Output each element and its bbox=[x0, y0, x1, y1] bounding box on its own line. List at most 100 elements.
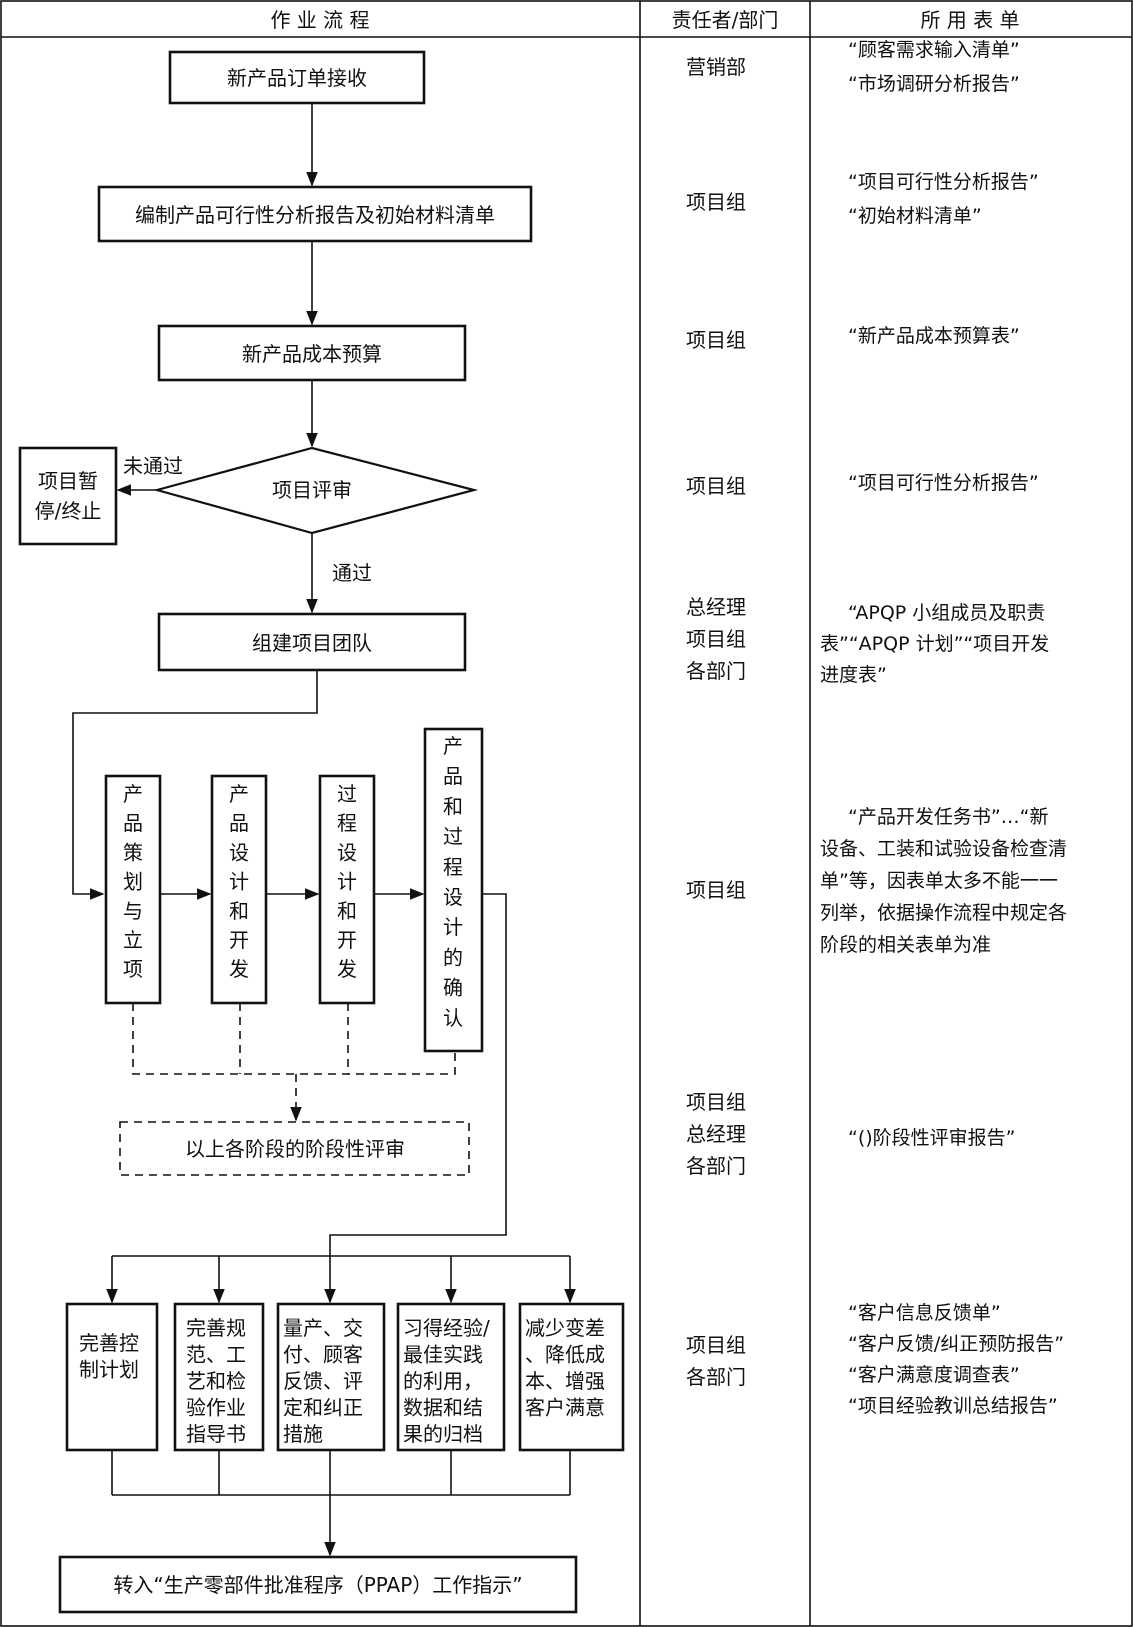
team-label: 组建项目团队 bbox=[252, 631, 372, 655]
owner-4-line: 项目组 bbox=[686, 474, 746, 498]
owner-5-line: 项目组 bbox=[686, 627, 746, 651]
phase-3-char: 计 bbox=[337, 870, 357, 894]
phase-box-1 bbox=[104, 774, 162, 1005]
owner-7-line: 总经理 bbox=[686, 1122, 746, 1146]
phase-box-3 bbox=[318, 774, 376, 1005]
form-3-line: “新产品成本预算表” bbox=[848, 325, 1020, 347]
final-box bbox=[58, 1555, 578, 1614]
phase-2-char: 设 bbox=[229, 840, 249, 864]
bottom-box-5-line: 本、增强 bbox=[525, 1369, 605, 1393]
order-receive-box bbox=[168, 50, 426, 105]
phase-1-char: 品 bbox=[123, 811, 143, 835]
phase-1-char: 策 bbox=[123, 840, 143, 864]
owner-7-line: 项目组 bbox=[686, 1090, 746, 1114]
connector-phase4-down bbox=[329, 893, 507, 1256]
phase-2-char: 发 bbox=[229, 957, 249, 981]
phase-4-char: 过 bbox=[443, 825, 463, 849]
owner-6-line: 项目组 bbox=[686, 878, 746, 902]
form-7-line: “()阶段性评审报告” bbox=[848, 1127, 1016, 1149]
phase-review-box bbox=[119, 1121, 470, 1176]
phase-3-char: 设 bbox=[337, 840, 357, 864]
phase-review-label: 以上各阶段的阶段性评审 bbox=[185, 1137, 405, 1161]
feasibility-box bbox=[97, 185, 533, 243]
phase-3-char: 程 bbox=[337, 811, 357, 835]
final-label: 转入“生产零部件批准程序（PPAP）工作指示” bbox=[113, 1573, 522, 1597]
bottom-box-2-line: 指导书 bbox=[186, 1422, 246, 1446]
owner-7-line: 各部门 bbox=[686, 1154, 746, 1178]
header-owner: 责任者/部门 bbox=[672, 8, 779, 32]
form-6-line: “产品开发任务书”…“新 bbox=[848, 806, 1049, 828]
phase-4-char: 确 bbox=[443, 976, 463, 1000]
review-diamond bbox=[152, 446, 479, 535]
form-8-line: “客户信息反馈单” bbox=[848, 1302, 1001, 1324]
feasibility-label: 编制产品可行性分析报告及初始材料清单 bbox=[135, 203, 495, 227]
form-8-line: “客户满意度调查表” bbox=[848, 1364, 1020, 1386]
bottom-box-5 bbox=[518, 1302, 625, 1452]
bottom-box-4-line: 果的归档 bbox=[403, 1422, 483, 1446]
phase-1-char: 与 bbox=[123, 899, 143, 923]
bottom-box-3 bbox=[276, 1302, 386, 1452]
cost-budget-label: 新产品成本预算 bbox=[242, 342, 382, 366]
cost-budget-box bbox=[157, 324, 467, 382]
phase-1-char: 立 bbox=[123, 928, 143, 952]
bottom-box-2-line: 艺和检 bbox=[186, 1369, 246, 1393]
bottom-box-1-line: 制计划 bbox=[79, 1358, 139, 1382]
form-2-line: “项目可行性分析报告” bbox=[848, 171, 1039, 193]
order-receive-label: 新产品订单接收 bbox=[227, 66, 367, 90]
phase-1-char: 产 bbox=[123, 782, 143, 806]
bottom-box-2-line: 完善规 bbox=[186, 1316, 246, 1340]
phase-2-char: 品 bbox=[229, 811, 249, 835]
phase-3-char: 和 bbox=[337, 899, 357, 923]
phase-2-char: 产 bbox=[229, 782, 249, 806]
table-header: 作 业 流 程 责任者/部门 所 用 表 单 bbox=[270, 8, 1019, 32]
pass-label: 通过 bbox=[332, 561, 372, 585]
header-flow: 作 业 流 程 bbox=[270, 8, 369, 32]
bottom-texts: 完善控制计划完善规范、工艺和检验作业指导书量产、交付、顾客反馈、评定和纠正措施习… bbox=[79, 1316, 605, 1446]
bottom-box-4-line: 的利用， bbox=[403, 1369, 483, 1393]
phase-3-char: 开 bbox=[337, 928, 357, 952]
flow-main: 新产品订单接收 编制产品可行性分析报告及初始材料清单 新产品成本预算 项目评审 … bbox=[18, 50, 625, 1614]
bottom-box-5-line: 减少变差 bbox=[525, 1316, 605, 1340]
owner-5-line: 各部门 bbox=[686, 659, 746, 683]
phase-4-char: 的 bbox=[443, 945, 463, 969]
phase-2-char: 开 bbox=[229, 928, 249, 952]
form-8-line: “客户反馈/纠正预防报告” bbox=[848, 1333, 1064, 1355]
bottom-box-4-line: 习得经验/ bbox=[403, 1316, 490, 1340]
pause-label-2: 停/终止 bbox=[35, 499, 102, 523]
owner-8-line: 项目组 bbox=[686, 1333, 746, 1357]
phase-2-char: 计 bbox=[229, 870, 249, 894]
bottom-box-2-line: 验作业 bbox=[186, 1396, 246, 1420]
phase-4-char: 和 bbox=[443, 794, 463, 818]
header-forms: 所 用 表 单 bbox=[920, 8, 1019, 32]
form-8-line: “项目经验教训总结报告” bbox=[848, 1395, 1058, 1417]
bottom-box-3-line: 付、顾客 bbox=[283, 1343, 363, 1367]
phase-4-char: 程 bbox=[443, 855, 463, 879]
phase-3-char: 过 bbox=[337, 782, 357, 806]
bottom-box-3-line: 量产、交 bbox=[283, 1316, 363, 1340]
connector-team-to-phases bbox=[72, 670, 318, 900]
form-5-line: “APQP 小组成员及职责 bbox=[848, 602, 1045, 624]
owner-8-line: 各部门 bbox=[686, 1365, 746, 1389]
owner-5-line: 总经理 bbox=[686, 595, 746, 619]
bottom-box-4-line: 最佳实践 bbox=[403, 1343, 483, 1367]
bottom-box-3-line: 反馈、评 bbox=[283, 1369, 363, 1393]
phase-box-4 bbox=[423, 727, 484, 1053]
form-6-line: 列举，依据操作流程中规定各 bbox=[820, 902, 1067, 924]
form-4-line: “项目可行性分析报告” bbox=[848, 472, 1039, 494]
phase-1-char: 划 bbox=[123, 870, 143, 894]
owner-2-line: 项目组 bbox=[686, 190, 746, 214]
team-box bbox=[157, 612, 467, 672]
phase-box-2 bbox=[210, 774, 268, 1005]
phase-4-char: 品 bbox=[443, 764, 463, 788]
form-1-line: “顾客需求输入清单” bbox=[848, 39, 1020, 61]
form-5-line: 进度表” bbox=[820, 664, 887, 686]
fail-label: 未通过 bbox=[123, 454, 183, 478]
pause-label-1: 项目暂 bbox=[38, 469, 98, 493]
bottom-box-4-line: 数据和结 bbox=[403, 1396, 483, 1420]
form-6-line: 设备、工装和试验设备检查清 bbox=[820, 838, 1067, 860]
form-1-line: “市场调研分析报告” bbox=[848, 73, 1020, 95]
